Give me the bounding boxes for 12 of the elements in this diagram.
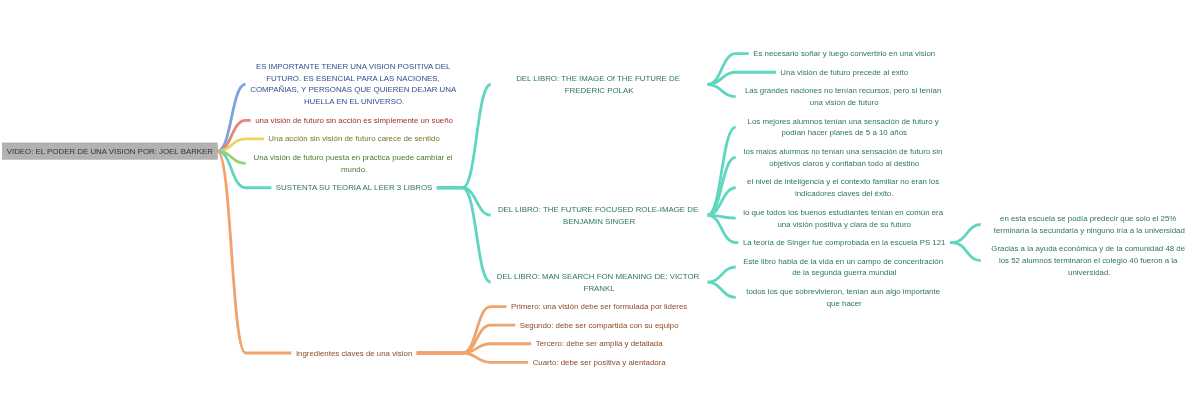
branch-line bbox=[706, 83, 738, 99]
branch-line bbox=[706, 280, 738, 299]
branch-line bbox=[949, 241, 983, 263]
branch-line bbox=[216, 149, 272, 190]
branch-line bbox=[216, 82, 247, 153]
branch-line bbox=[436, 186, 493, 284]
branch-line bbox=[706, 125, 738, 217]
branch-line bbox=[216, 149, 292, 355]
branch-line bbox=[706, 156, 738, 217]
branch-line bbox=[216, 137, 264, 153]
branch-line bbox=[706, 213, 739, 244]
branch-line bbox=[416, 351, 529, 364]
